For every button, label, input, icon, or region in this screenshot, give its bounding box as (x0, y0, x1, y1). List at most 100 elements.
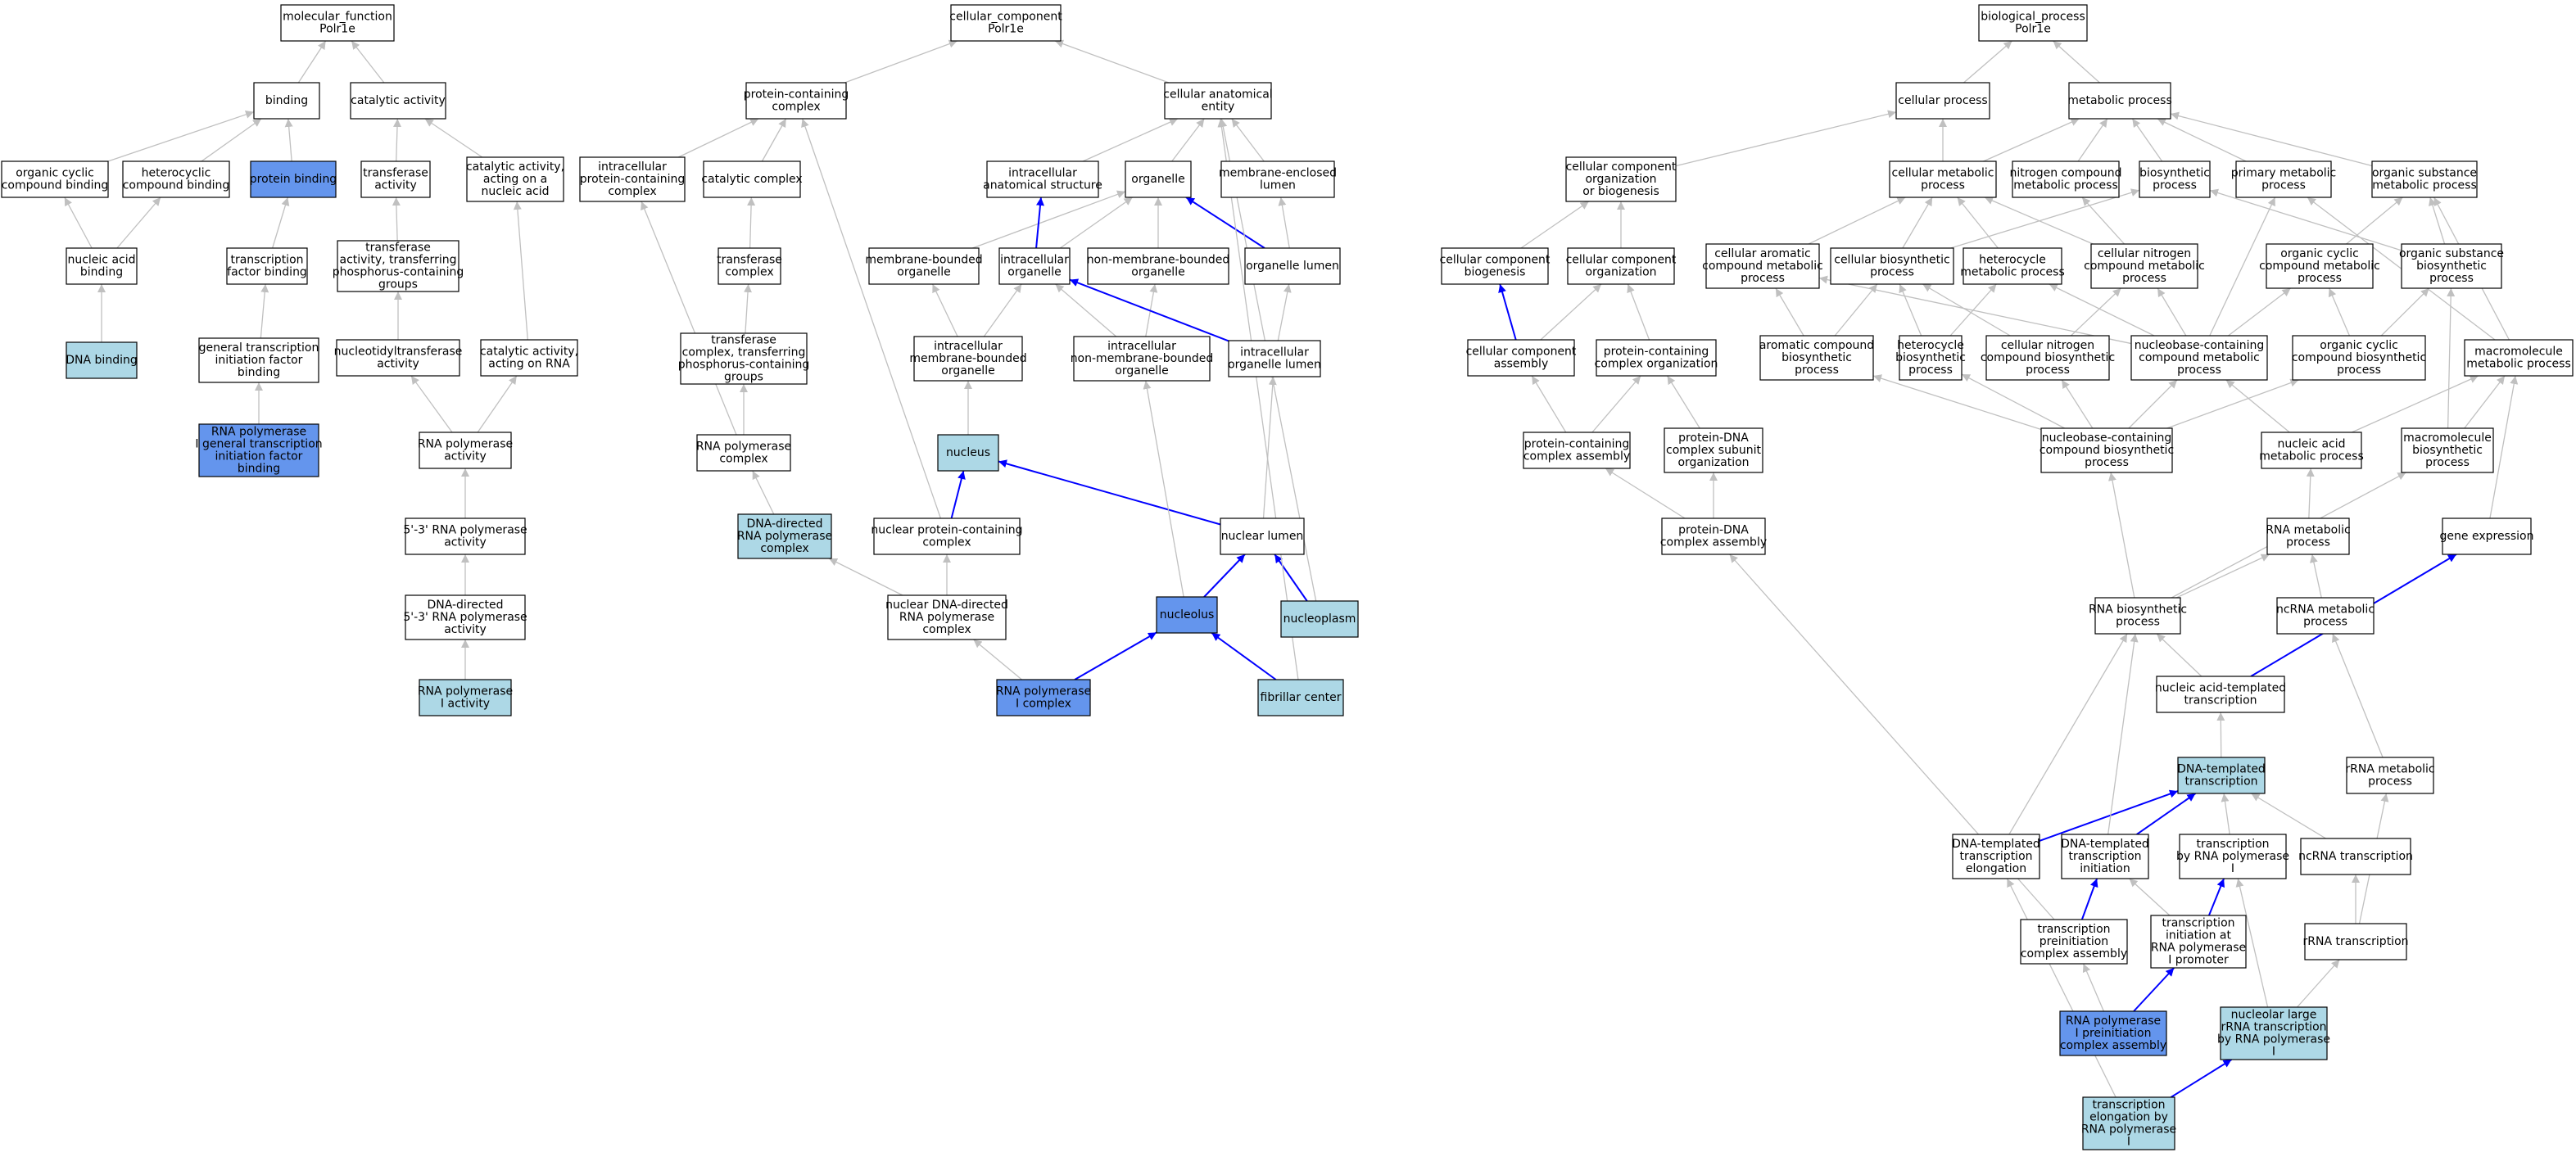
node-fibrillar-center[interactable]: fibrillar center (1257, 679, 1344, 716)
node-binding[interactable]: binding (253, 82, 320, 120)
node-organelle[interactable]: organelle (1125, 160, 1192, 198)
node-intracellular-nmbo[interactable]: intracellularnon-membrane-boundedorganel… (1071, 336, 1214, 382)
node-gene-expression[interactable]: gene expression (2440, 517, 2534, 555)
node-rrna-transcription[interactable]: rRNA transcription (2302, 923, 2409, 960)
node-metabolic-process[interactable]: metabolic process (2067, 82, 2172, 120)
node-dna-binding[interactable]: DNA binding (66, 341, 138, 379)
node-organelle-lumen[interactable]: organelle lumen (1244, 247, 1341, 285)
node-catalytic-complex[interactable]: catalytic complex (701, 160, 803, 198)
node-protein-binding[interactable]: protein binding (250, 160, 337, 198)
node-box (1, 160, 109, 198)
node-ncrna-transcription[interactable]: ncRNA transcription (2298, 838, 2413, 875)
edge-protein_containing_complex-to-cc_root (844, 39, 958, 84)
node-cellular-process[interactable]: cellular process (1895, 82, 1990, 120)
node-catalytic-activity[interactable]: catalytic activity (350, 82, 446, 120)
node-catalytic-rna[interactable]: catalytic activity,acting on RNA (480, 339, 578, 377)
node-nucleoplasm[interactable]: nucleoplasm (1280, 600, 1359, 638)
edge-rna_biosynthetic-to-rna_metabolic (2175, 554, 2270, 599)
node-nucleolus[interactable]: nucleolus (1156, 596, 1218, 634)
node-nuclear-lumen[interactable]: nuclear lumen (1220, 517, 1305, 555)
node-label: process (2085, 456, 2129, 469)
edge-preinitiation_assembly-to-dna_templated_initiation (2080, 878, 2098, 920)
node-nucleus[interactable]: nucleus (937, 434, 999, 472)
